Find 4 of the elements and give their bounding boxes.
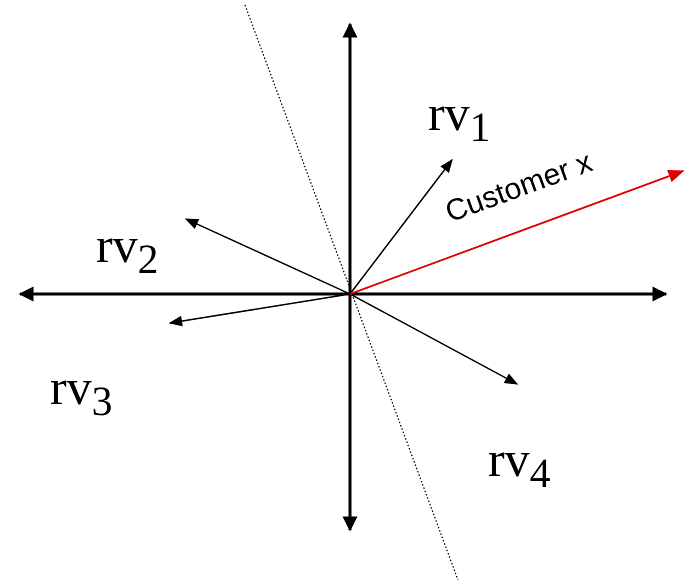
vector-label: rv$_{2}$ — [96, 220, 158, 282]
vector-label: rv$_{4}$ — [488, 434, 550, 496]
vector-label: rv$_{1}$ — [428, 88, 490, 150]
vector-label: rv$_{3}$ — [50, 362, 112, 424]
